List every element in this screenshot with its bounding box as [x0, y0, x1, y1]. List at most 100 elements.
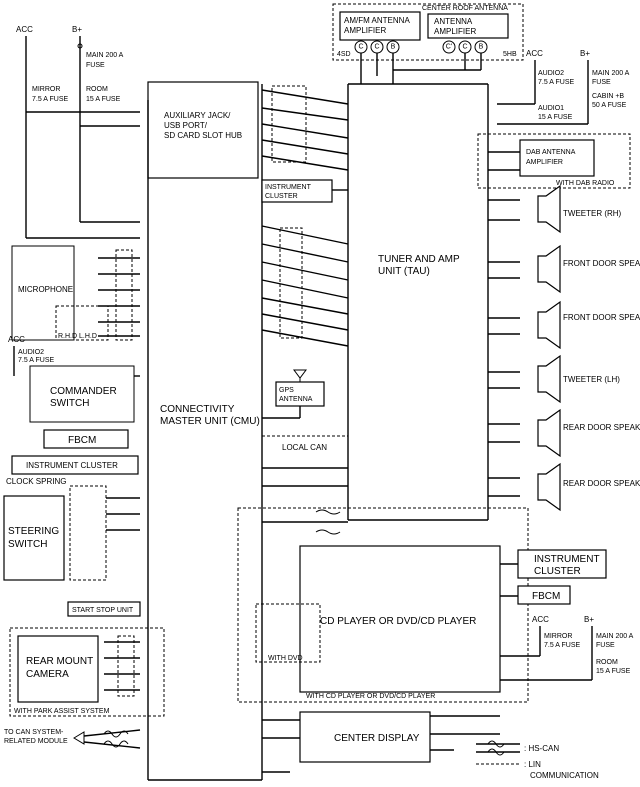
speaker-front-rh: FRONT DOOR SPEAKER (RH)	[488, 244, 640, 294]
speaker-front-lh: FRONT DOOR SPEAKER (LH)	[488, 300, 640, 350]
legend-hs-can: : HS-CAN	[524, 744, 559, 753]
svg-text:15 A FUSE: 15 A FUSE	[538, 114, 573, 121]
svg-text:AMPLIFIER: AMPLIFIER	[434, 27, 476, 36]
legend-lin: : LIN	[524, 760, 541, 769]
fbcm-label-left: FBCM	[68, 435, 96, 446]
svg-text:SWITCH: SWITCH	[50, 398, 89, 409]
cd-player-label: CD PLAYER OR DVD/CD PLAYER	[320, 616, 476, 627]
fbcm-label-cd: FBCM	[532, 591, 560, 602]
gps-label: GPS	[279, 387, 294, 394]
center-roof-antenna: CENTER ROOF ANTENNA AM/FM ANTENNA AMPLIF…	[332, 3, 524, 84]
aux-hub-label: AUXILIARY JACK/	[164, 111, 231, 120]
svg-text:AMPLIFIER: AMPLIFIER	[526, 159, 563, 166]
with-cd-label: WITH CD PLAYER OR DVD/CD PLAYER	[306, 693, 435, 700]
bplus-label-cd: B+	[584, 615, 594, 624]
svg-text:7.5 A FUSE: 7.5 A FUSE	[544, 642, 581, 649]
room-fuse-label: ROOM	[86, 86, 108, 93]
roof-5hb-label: 5HB	[503, 51, 517, 58]
steering: CLOCK SPRING STEERING SWITCH START STOP …	[3, 477, 141, 617]
instrument-cluster-left: INSTRUMENT CLUSTER	[26, 461, 118, 470]
power-supply-right: ACC B+ AUDIO2 7.5 A FUSE MAIN 200 A FUSE…	[497, 49, 630, 125]
svg-text:MAIN 200 A: MAIN 200 A	[596, 633, 634, 640]
cmu-label: CONNECTIVITY	[160, 404, 235, 415]
local-can-label: LOCAL CAN	[282, 443, 327, 452]
legend: : HS-CAN : LIN COMMUNICATION	[476, 740, 599, 780]
dab-with-label: WITH DAB RADIO	[556, 180, 615, 187]
acc-label: ACC	[16, 25, 33, 34]
svg-text:7.5 A FUSE: 7.5 A FUSE	[32, 96, 69, 103]
mic-sides-label: R.H.D L.H.D	[58, 333, 97, 340]
svg-text:C: C	[462, 44, 467, 51]
svg-text:B: B	[479, 44, 484, 51]
svg-text:CABIN +B: CABIN +B	[592, 93, 624, 100]
roof-4sd-label: 4SD	[337, 51, 351, 58]
microphone: MICROPHONE R.H.D L.H.D	[11, 245, 140, 341]
amfm-amp-label: AM/FM ANTENNA	[344, 16, 410, 25]
to-can-label: TO CAN SYSTEM-	[4, 729, 64, 736]
speakers: TWEETER (RH) FRONT DOOR SPEAKER (RH) FRO…	[488, 184, 640, 512]
svg-text:FUSE: FUSE	[592, 79, 611, 86]
center-display-label: CENTER DISPLAY	[334, 733, 420, 744]
speaker-label: TWEETER (LH)	[563, 375, 620, 384]
svg-text:C': C'	[446, 44, 452, 51]
svg-text:MASTER UNIT (CMU): MASTER UNIT (CMU)	[160, 416, 260, 427]
svg-text:AUDIO2: AUDIO2	[538, 70, 564, 77]
speaker-rear-lh: REAR DOOR SPEAKER (LH)	[488, 462, 640, 512]
cd-player: CD PLAYER OR DVD/CD PLAYER WITH DVD WITH…	[237, 507, 607, 703]
svg-text:USB PORT/: USB PORT/	[164, 121, 208, 130]
speaker-rear-rh: REAR DOOR SPEAKER (RH)	[488, 408, 640, 458]
instrument-cluster-top: INSTRUMENT	[265, 184, 312, 191]
svg-text:CAMERA: CAMERA	[26, 669, 69, 680]
svg-text:15 A FUSE: 15 A FUSE	[86, 96, 121, 103]
commander-label: COMMANDER	[50, 386, 117, 397]
svg-text:C: C	[374, 44, 379, 51]
svg-text:SD CARD SLOT HUB: SD CARD SLOT HUB	[164, 131, 242, 140]
main-fuse-label: MAIN 200 A	[86, 52, 124, 59]
svg-text:50 A FUSE: 50 A FUSE	[592, 102, 627, 109]
acc-label-left: ACC	[8, 335, 25, 344]
start-stop-label: START STOP UNIT	[72, 607, 134, 614]
park-assist-label: WITH PARK ASSIST SYSTEM	[14, 708, 110, 715]
svg-text:CLUSTER: CLUSTER	[534, 566, 581, 577]
acc-label-cd: ACC	[532, 615, 549, 624]
center-display: CENTER DISPLAY	[262, 711, 500, 773]
svg-text:AUDIO2: AUDIO2	[18, 349, 44, 356]
antenna-amp-label: ANTENNA	[434, 17, 473, 26]
svg-text:B: B	[391, 44, 396, 51]
svg-text:SWITCH: SWITCH	[8, 539, 47, 550]
instrument-cluster-cd: INSTRUMENT	[534, 554, 600, 565]
rear-camera-label: REAR MOUNT	[26, 656, 93, 667]
speaker-label: FRONT DOOR SPEAKER (LH)	[563, 313, 640, 322]
svg-text:7.5 A FUSE: 7.5 A FUSE	[538, 79, 575, 86]
svg-text:FUSE: FUSE	[86, 62, 105, 69]
svg-text:RELATED MODULE: RELATED MODULE	[4, 738, 68, 745]
steering-switch-label: STEERING	[8, 526, 59, 537]
svg-text:AMPLIFIER: AMPLIFIER	[344, 26, 386, 35]
svg-text:ANTENNA: ANTENNA	[279, 396, 313, 403]
svg-text:UNIT (TAU): UNIT (TAU)	[378, 266, 430, 277]
with-dvd-label: WITH DVD	[268, 655, 303, 662]
speaker-tweeter-rh: TWEETER (RH)	[488, 184, 622, 234]
svg-text:COMMUNICATION: COMMUNICATION	[530, 771, 599, 780]
commander-switch: ACC AUDIO2 7.5 A FUSE COMMANDER SWITCH F…	[8, 335, 140, 475]
svg-text:ROOM: ROOM	[596, 659, 618, 666]
speaker-label: TWEETER (RH)	[563, 209, 622, 218]
rear-camera: REAR MOUNT CAMERA WITH PARK ASSIST SYSTE…	[9, 627, 165, 717]
acc-label-right: ACC	[526, 49, 543, 58]
speaker-label: REAR DOOR SPEAKER (RH)	[563, 423, 640, 432]
roof-antenna-header: CENTER ROOF ANTENNA	[422, 5, 508, 12]
svg-text:15 A FUSE: 15 A FUSE	[596, 668, 631, 675]
dab-amp-label: DAB ANTENNA	[526, 149, 576, 156]
microphone-label: MICROPHONE	[18, 285, 73, 294]
power-supply-cd: ACC B+ MIRROR 7.5 A FUSE MAIN 200 A FUSE…	[500, 615, 634, 681]
svg-text:C: C	[358, 44, 363, 51]
dab-antenna: DAB ANTENNA AMPLIFIER WITH DAB RADIO	[477, 133, 631, 189]
speaker-tweeter-lh: TWEETER (LH)	[488, 354, 620, 404]
svg-text:7.5 A FUSE: 7.5 A FUSE	[18, 357, 55, 364]
svg-text:MAIN 200 A: MAIN 200 A	[592, 70, 630, 77]
bplus-label-right: B+	[580, 49, 590, 58]
bplus-label: B+	[72, 25, 82, 34]
speaker-label: FRONT DOOR SPEAKER (RH)	[563, 259, 640, 268]
tau-label: TUNER AND AMP	[378, 254, 460, 265]
